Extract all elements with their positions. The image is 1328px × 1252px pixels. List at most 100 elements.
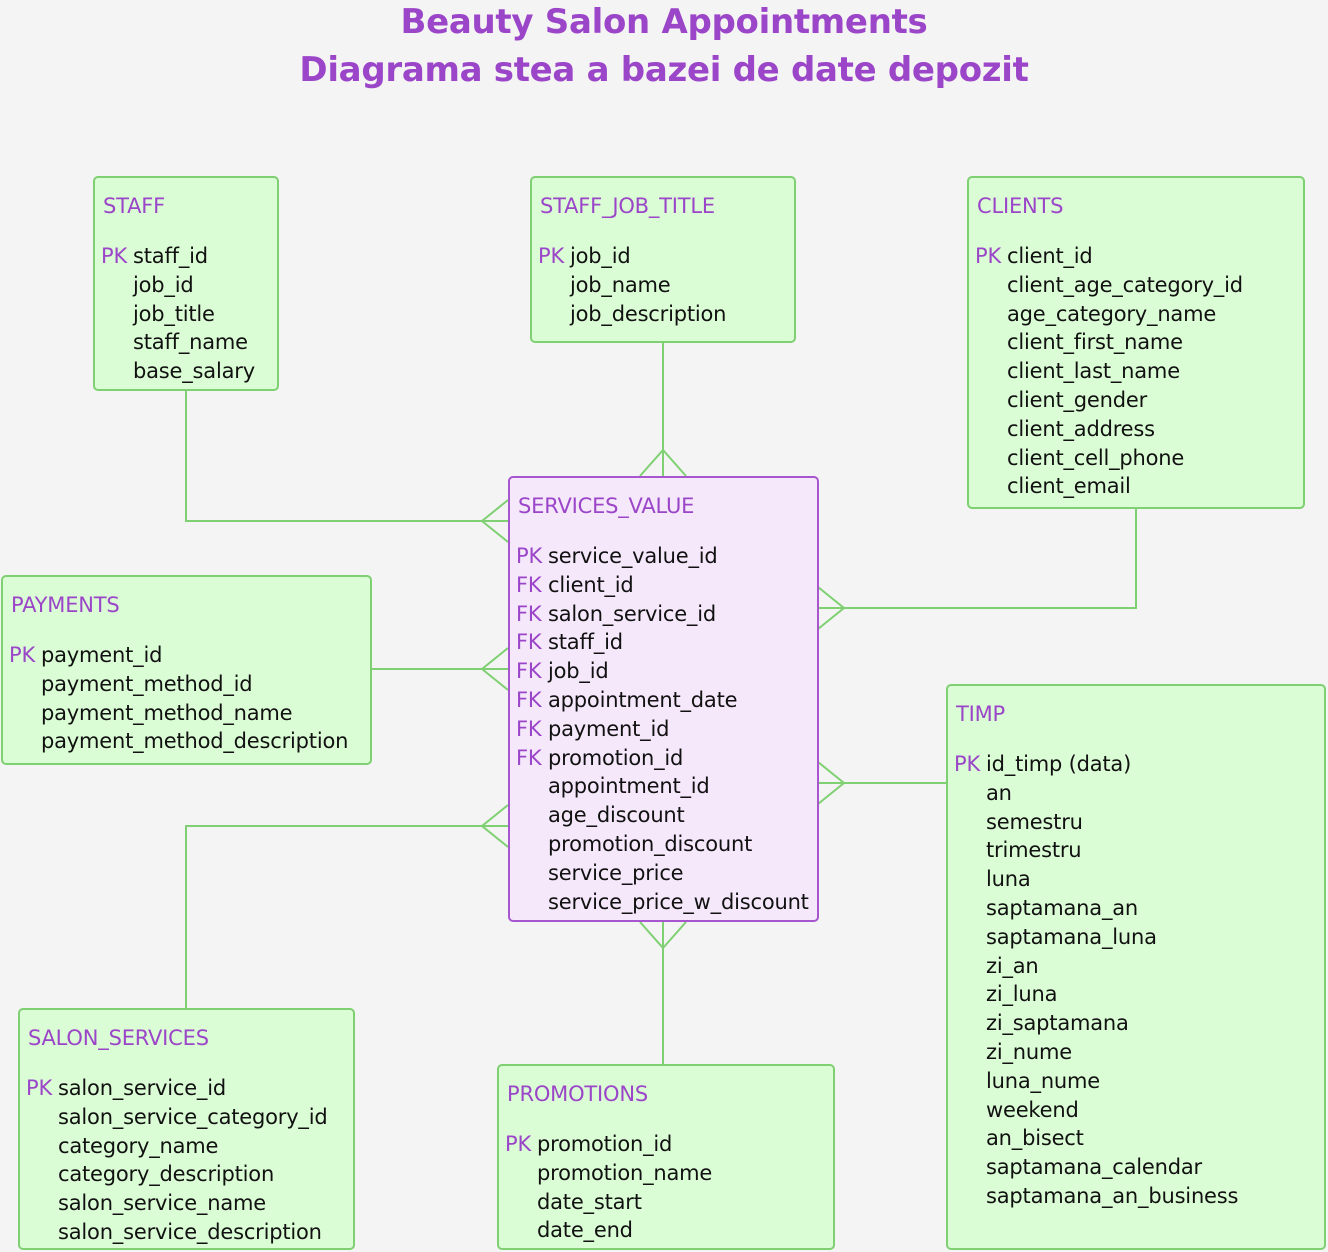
field-name: job_description bbox=[570, 301, 727, 326]
connector-salon-services bbox=[185, 825, 508, 1009]
field-row: client_age_category_id bbox=[975, 271, 1243, 300]
field-name: job_id bbox=[548, 659, 609, 684]
field-row: luna_nume bbox=[954, 1067, 1238, 1096]
field-name: an_bisect bbox=[986, 1126, 1084, 1151]
field-name: salon_service_category_id bbox=[58, 1104, 328, 1129]
field-name: staff_name bbox=[133, 330, 248, 355]
field-name: staff_id bbox=[133, 244, 208, 268]
field-name: promotion_name bbox=[537, 1160, 713, 1185]
field-row: client_address bbox=[975, 415, 1243, 444]
field-row: zi_luna bbox=[954, 980, 1238, 1009]
field-name: semestru bbox=[986, 809, 1083, 834]
field-row: zi_an bbox=[954, 952, 1238, 981]
field-row: luna bbox=[954, 865, 1238, 894]
field-row: age_category_name bbox=[975, 300, 1243, 329]
key-marker: PK bbox=[101, 244, 128, 268]
field-row: base_salary bbox=[101, 357, 255, 386]
field-name: payment_id bbox=[548, 716, 670, 741]
field-name: client_age_category_id bbox=[1007, 272, 1243, 297]
field-row: date_start bbox=[505, 1188, 712, 1217]
field-row: an bbox=[954, 779, 1238, 808]
key-marker: FK bbox=[516, 659, 542, 684]
field-name: staff_id bbox=[548, 630, 623, 655]
field-name: client_email bbox=[1007, 474, 1131, 499]
field-row: saptamana_an_business bbox=[954, 1182, 1238, 1211]
field-name: client_gender bbox=[1007, 387, 1148, 412]
field-row: category_name bbox=[26, 1132, 328, 1161]
key-marker: PK bbox=[516, 544, 543, 568]
field-name: zi_an bbox=[986, 953, 1039, 978]
field-name: age_category_name bbox=[1007, 301, 1217, 326]
field-name: zi_luna bbox=[986, 982, 1058, 1007]
field-row: promotion_name bbox=[505, 1159, 712, 1188]
field-row: appointment_id bbox=[516, 772, 809, 801]
crowfoot-clients bbox=[817, 586, 846, 630]
key-marker: PK bbox=[505, 1132, 532, 1156]
field-name: saptamana_an_business bbox=[986, 1183, 1239, 1208]
field-row: payment_method_id bbox=[9, 670, 348, 699]
crowfoot-staff-job-title bbox=[639, 448, 687, 477]
crowfoot-promotions bbox=[639, 921, 687, 950]
field-name: salon_service_id bbox=[58, 1076, 226, 1100]
field-name: client_address bbox=[1007, 416, 1155, 441]
field-name: luna_nume bbox=[986, 1068, 1101, 1093]
key-marker: PK bbox=[26, 1076, 53, 1100]
field-name: salon_service_id bbox=[548, 601, 716, 626]
field-name: client_id bbox=[1007, 244, 1093, 268]
entity-name: SERVICES_VALUE bbox=[518, 494, 695, 518]
field-name: appointment_id bbox=[548, 774, 710, 799]
field-name: payment_method_id bbox=[41, 671, 253, 696]
field-name: salon_service_name bbox=[58, 1191, 266, 1216]
field-row: category_description bbox=[26, 1160, 328, 1189]
field-name: promotion_id bbox=[548, 745, 684, 770]
crowfoot-salon-services bbox=[480, 804, 509, 848]
entity-name: TIMP bbox=[956, 702, 1006, 726]
field-row: service_price_w_discount bbox=[516, 888, 809, 917]
crowfoot-timp bbox=[817, 761, 846, 805]
field-name: saptamana_luna bbox=[986, 924, 1157, 949]
key-marker: PK bbox=[975, 244, 1002, 268]
field-name: luna bbox=[986, 867, 1031, 892]
diagram-subtitle: Diagrama stea a bazei de date depozit bbox=[299, 50, 1029, 90]
field-row: saptamana_calendar bbox=[954, 1153, 1238, 1182]
key-marker: FK bbox=[516, 630, 542, 655]
key-marker: FK bbox=[516, 687, 542, 712]
field-row: job_id bbox=[101, 271, 255, 300]
field-name: salon_service_description bbox=[58, 1219, 322, 1244]
connector-clients bbox=[818, 509, 1137, 609]
field-name: promotion_discount bbox=[548, 831, 753, 856]
field-name: client_cell_phone bbox=[1007, 445, 1185, 470]
field-name: an bbox=[986, 780, 1012, 805]
field-name: date_start bbox=[537, 1189, 642, 1214]
key-marker: FK bbox=[516, 572, 542, 597]
entity-name: PAYMENTS bbox=[11, 593, 120, 617]
field-name: saptamana_an bbox=[986, 895, 1139, 920]
field-name: job_id bbox=[570, 244, 631, 268]
field-row: client_gender bbox=[975, 386, 1243, 415]
crowfoot-staff bbox=[480, 499, 509, 543]
field-name: saptamana_calendar bbox=[986, 1155, 1202, 1180]
field-row: client_cell_phone bbox=[975, 444, 1243, 473]
